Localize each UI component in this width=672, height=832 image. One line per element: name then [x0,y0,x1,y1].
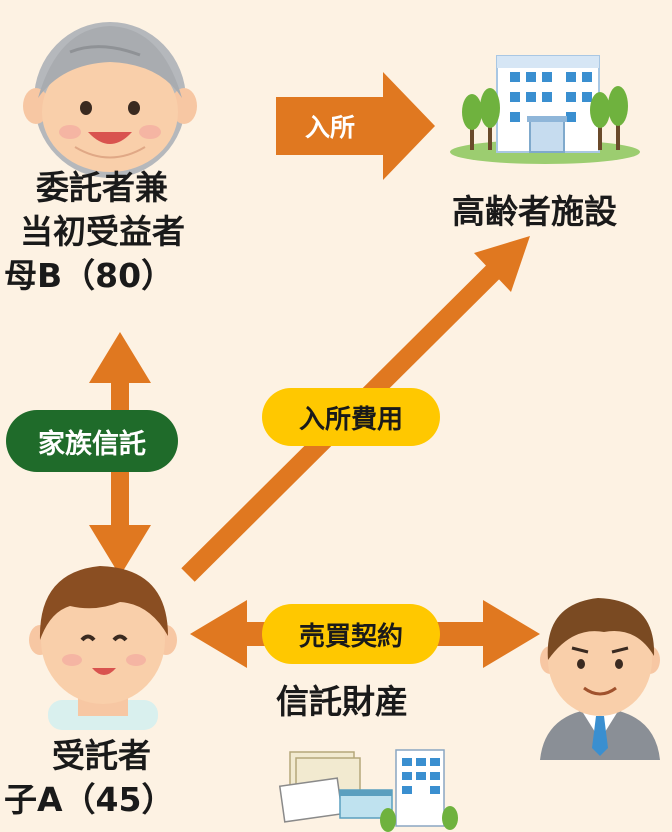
admission-fee-badge: 入所費用 [262,388,440,446]
mother-beneficiary-label: 当初受益者 [20,212,185,251]
trust-property-label: 信託財産 [276,682,408,721]
family-trust-badge: 家族信託 [6,410,178,472]
son-role-label: 受託者 [52,736,151,775]
mother-name-label: 母B（80） [4,256,175,295]
facility-label: 高齢者施設 [452,192,617,231]
trust-property-icon [278,749,458,832]
admission-arrow [276,72,435,180]
facility-building-icon [450,55,640,164]
son-avatar [29,566,177,730]
elderly-mother-avatar [23,22,197,178]
son-name-label: 子A（45） [4,780,175,819]
mother-role-label: 委託者兼 [36,168,168,207]
sales-contract-badge: 売買契約 [262,604,440,664]
admission-label: 入所 [304,113,355,142]
buyer-avatar [540,598,660,760]
